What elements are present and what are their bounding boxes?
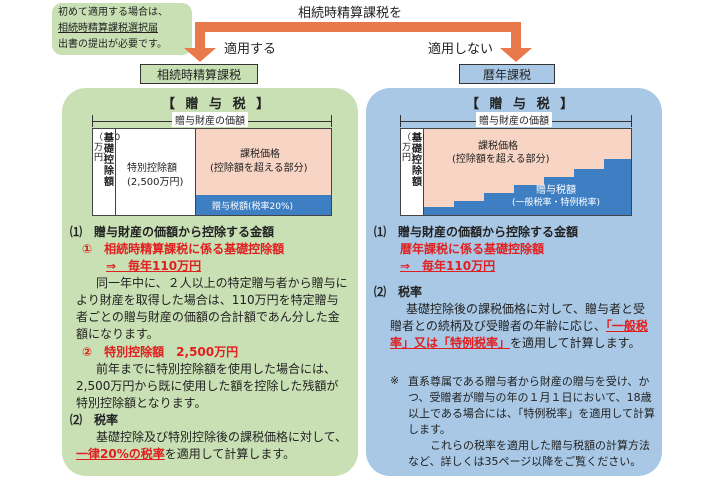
right-s2-body-b: を適用して計算します。 [510, 336, 641, 350]
arrow-head-left [184, 48, 216, 62]
left-s2-body: 基礎控除及び特別控除後の課税価格に対して、一律20%の税率を適用して計算します。 [76, 429, 348, 463]
note-line1: 初めて適用する場合は、 [58, 7, 168, 18]
right-s2-body: 基礎控除後の課税価格に対して、贈与者と受贈者との続柄及び受贈者の年齢に応じ、「一… [390, 301, 656, 352]
note-line3: 出書の提出が必要です。 [58, 39, 167, 50]
left-s2-heading: ⑵ 税率 [70, 413, 119, 427]
left-col2-line2: (2,500万円) [127, 177, 184, 188]
left-special-deduction-col: 特別控除額 (2,500万円) [115, 129, 196, 215]
branch-arrow-bar [195, 22, 521, 32]
right-panel: 【 贈 与 税 】 贈与財産の価額 基礎控除額 （110万円） 課税価格 (控除… [366, 88, 662, 476]
note-bubble: 初めて適用する場合は、 相続時精算課税選択届 出書の提出が必要です。 [52, 3, 192, 55]
top-label: 相続時精算課税を [298, 6, 403, 21]
branch-right-label: 適用しない [428, 42, 494, 57]
left-panel: 【 贈 与 税 】 贈与財産の価額 基礎控除額 （110万円） 特別控除額 (2… [62, 88, 358, 476]
arrow-head-right [500, 48, 532, 62]
left-s1-1-value: ⇒ 毎年110万円 [106, 259, 202, 273]
right-s1-value: ⇒ 毎年110万円 [400, 259, 496, 273]
right-s2-body-a: 基礎控除後の課税価格に対して、贈与者と受贈者との続柄及び受贈者の年齢に応じ、 [390, 302, 646, 333]
right-diagram: 基礎控除額 （110万円） 課税価格 (控除額を超える部分) 贈与税額 (一般税… [400, 128, 632, 216]
left-diagram: 基礎控除額 （110万円） 特別控除額 (2,500万円) 課税価格 (控除額を… [92, 128, 332, 216]
tag-rekinen: 暦年課税 [459, 64, 555, 84]
right-s1-heading: ⑴ 贈与財産の価額から控除する金額 [374, 225, 579, 239]
left-col2-line1: 特別控除額 [127, 163, 177, 174]
right-col1-label: 基礎控除額 [412, 133, 422, 188]
left-tax-bar: 贈与税額(税率20%) [196, 195, 331, 215]
left-col1-sub: （110万円） [94, 133, 121, 163]
left-col3-line1: 課税価格 [240, 149, 280, 160]
right-tax-line2: (一般税率・特例税率) [512, 198, 601, 208]
right-tax-steps [424, 159, 631, 215]
left-s2-body-red: 一律20%の税率 [76, 447, 165, 461]
left-taxable-area: 課税価格 (控除額を超える部分) [196, 129, 331, 195]
left-col1-label: 基礎控除額 [104, 133, 114, 188]
right-tax-line1: 贈与税額 [536, 185, 576, 196]
right-diagram-header-label: 贈与財産の価額 [476, 112, 552, 127]
left-s2-body-b: を適用して計算します。 [164, 447, 296, 461]
right-note-mark: ※ [390, 374, 400, 387]
left-diagram-header-label: 贈与財産の価額 [172, 112, 248, 127]
left-s2-body-a: 基礎控除及び特別控除後の課税価格に対して、 [96, 430, 348, 444]
right-s2-body-red: 「一般税率」又は「特例税率」 [390, 319, 648, 350]
right-s2-heading: ⑵ 税率 [374, 285, 423, 299]
left-col3-bottom: 贈与税額(税率20%) [212, 202, 294, 212]
left-s1-1-body: 同一年中に、２人以上の特定贈与者から贈与により財産を取得した場合は、110万円を… [76, 276, 348, 341]
note-pointer [176, 22, 190, 38]
left-diagram-header: 贈与財産の価額 [92, 112, 332, 127]
right-taxable-area: 課税価格 (控除額を超える部分) 贈与税額 (一般税率・特例税率) [424, 129, 631, 215]
branch-left-label: 適用する [224, 42, 277, 57]
left-basic-deduction-col: 基礎控除額 （110万円） [93, 129, 121, 215]
branch-arrow-left-stem [195, 22, 205, 48]
right-col1-sub: （110万円） [402, 133, 429, 163]
right-diagram-header: 贈与財産の価額 [400, 112, 632, 127]
right-panel-title: 【 贈 与 税 】 [466, 97, 577, 112]
left-s1-1-label: ① 相続時精算課税に係る基礎控除額 [82, 242, 285, 256]
right-area-line2: (控除額を超える部分) [452, 154, 550, 165]
tag-seisan: 相続時精算課税 [140, 64, 258, 84]
branch-arrow-right-stem [511, 22, 521, 48]
right-note-body: 直系尊属である贈与者から財産の贈与を受け、かつ、受贈者が贈与の年の１月１日におい… [408, 375, 656, 436]
right-s1-label: 暦年課税に係る基礎控除額 [400, 242, 545, 256]
right-basic-deduction-col: 基礎控除額 （110万円） [401, 129, 429, 215]
left-panel-title: 【 贈 与 税 】 [162, 97, 273, 112]
left-s1-2-body: 前年までに特別控除額を使用した場合には、2,500万円から既に使用した額を控除し… [76, 362, 339, 410]
right-note-body2: これらの税率を適用した贈与税額の計算方法など、詳しくは35ページ以降をご覧くださ… [408, 439, 650, 468]
note-line2: 相続時精算課税選択届 [58, 23, 158, 34]
right-area-line1: 課税価格 [478, 141, 518, 152]
left-col3-line2: (控除額を超える部分) [210, 163, 308, 174]
left-s1-2-label: ② 特別控除額 2,500万円 [82, 345, 239, 359]
left-s1-heading: ⑴ 贈与財産の価額から控除する金額 [70, 225, 275, 239]
